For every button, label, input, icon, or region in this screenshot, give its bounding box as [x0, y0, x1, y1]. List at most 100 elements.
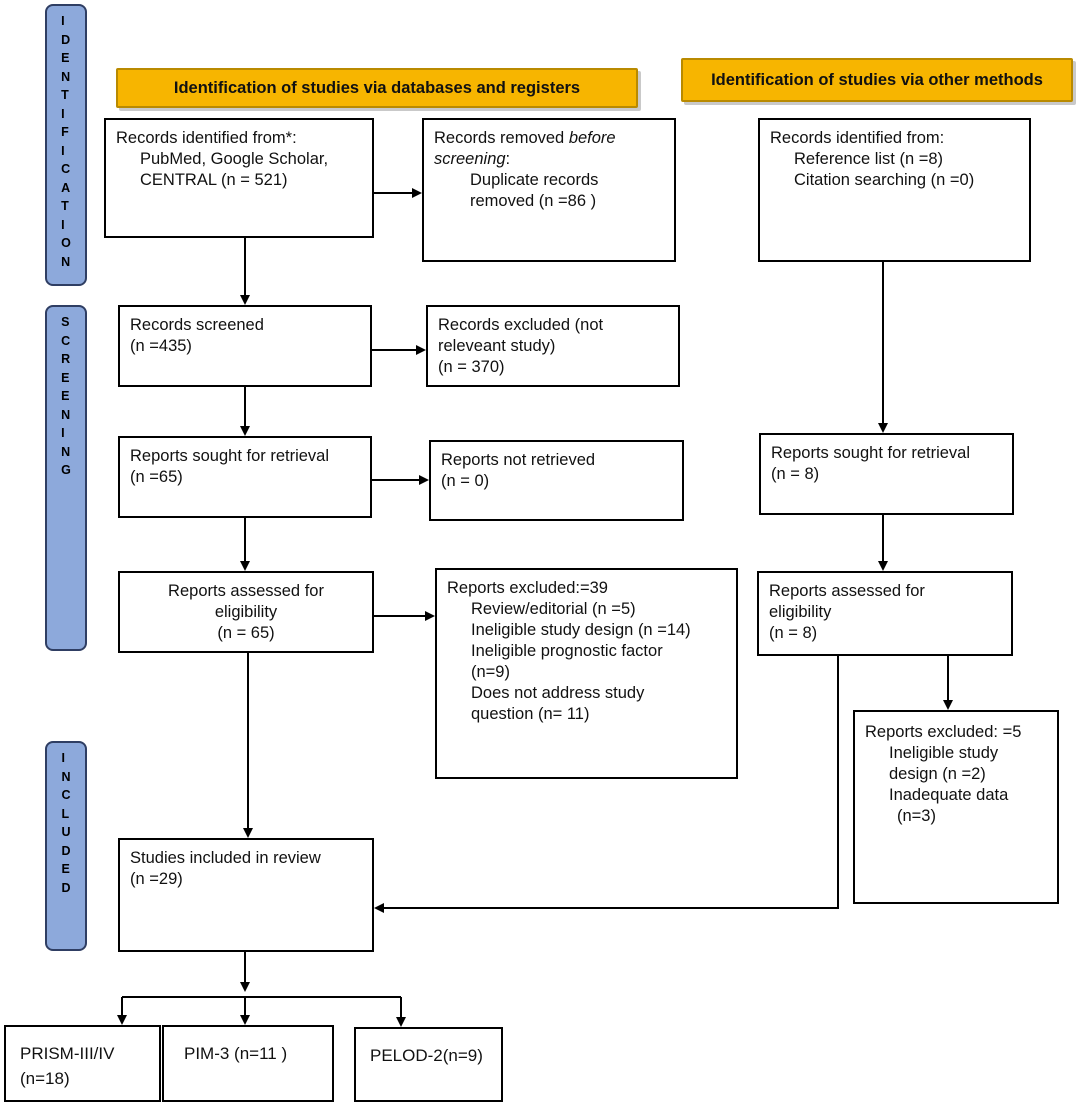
- stage-letter: N: [61, 407, 71, 422]
- stage-letter: D: [61, 32, 71, 47]
- box-line: Inadequate data: [889, 786, 1009, 804]
- box-line: question (n= 11): [471, 705, 590, 723]
- box-title-italic: screening: [434, 150, 506, 168]
- box-title-text: Records removed: [434, 129, 569, 147]
- stage-letter: A: [61, 180, 71, 195]
- box-line: Does not address study: [471, 684, 645, 702]
- stage-letter: N: [61, 254, 71, 269]
- box-line: eligibility: [769, 603, 832, 621]
- arrow-other-assessed-to-included: [374, 656, 839, 913]
- box-line: Ineligible prognostic factor: [471, 642, 663, 660]
- records-removed-box: Records removed before screening: Duplic…: [422, 118, 676, 262]
- reports-assessed-other-box: Reports assessed for eligibility (n = 8): [757, 571, 1013, 656]
- studies-included-box: Studies included in review (n =29): [118, 838, 374, 952]
- reports-sought-db-box: Reports sought for retrieval (n =65): [118, 436, 372, 518]
- prism-box: PRISM-III/IV (n=18): [4, 1025, 161, 1102]
- box-line: (n = 8): [769, 624, 818, 642]
- stage-letter: D: [61, 880, 71, 895]
- stage-letter: C: [61, 333, 71, 348]
- box-title: Reports excluded:=39: [447, 579, 608, 597]
- stage-letter: L: [61, 806, 70, 821]
- records-identified-box: Records identified from*: PubMed, Google…: [104, 118, 374, 238]
- box-title: Reports excluded: =5: [865, 723, 1022, 741]
- box-line: (n = 370): [438, 358, 505, 376]
- stage-letter: N: [61, 444, 71, 459]
- box-line: PRISM-III/IV: [20, 1044, 115, 1063]
- box-line: Ineligible study design (n =14): [471, 621, 691, 639]
- box-line: Reports not retrieved: [441, 451, 596, 469]
- box-title-italic: before: [568, 129, 616, 147]
- stage-letter: I: [61, 426, 65, 440]
- box-title: Records removed before: [434, 128, 664, 149]
- box-line: Ineligible study: [889, 744, 999, 762]
- box-line: (n =435): [130, 337, 192, 355]
- pim-box: PIM-3 (n=11 ): [162, 1025, 334, 1102]
- reports-excluded-db-box: Reports excluded:=39 Review/editorial (n…: [435, 568, 738, 779]
- stage-letter: I: [61, 143, 65, 158]
- stage-letter: E: [61, 862, 70, 876]
- stage-letter: F: [61, 125, 69, 139]
- box-title: Records identified from*:: [116, 129, 297, 147]
- box-line: (n =29): [130, 870, 183, 888]
- box-line: releveant study): [438, 337, 556, 355]
- box-line: Reports sought for retrieval: [130, 447, 330, 465]
- header-other-label: Identification of studies via other meth…: [711, 70, 1043, 89]
- box-line: design (n =2): [889, 765, 986, 783]
- stage-letter: I: [61, 217, 65, 232]
- box-line: (n=3): [897, 807, 936, 825]
- box-line: PubMed, Google Scholar,: [140, 150, 329, 168]
- box-line: Review/editorial (n =5): [471, 600, 636, 618]
- stage-letter: I: [61, 106, 65, 121]
- reports-sought-other-box: Reports sought for retrieval (n = 8): [759, 433, 1014, 515]
- box-line: removed (n =86 ): [470, 192, 597, 210]
- other-records-identified-box: Records identified from: Reference list …: [758, 118, 1031, 262]
- box-line: (n =65): [130, 468, 183, 486]
- pelod-box: PELOD-2(n=9): [354, 1027, 503, 1102]
- box-line: CENTRAL (n = 521): [140, 171, 288, 189]
- box-title-text: :: [505, 150, 511, 168]
- stage-letter: E: [61, 51, 70, 65]
- stage-letter: I: [61, 14, 65, 28]
- box-line: Duplicate records: [470, 171, 599, 189]
- stage-letter: O: [61, 236, 71, 250]
- stage-letter: U: [61, 825, 71, 839]
- stage-letter: C: [61, 162, 71, 176]
- stage-letter: R: [61, 352, 71, 366]
- stage-letter: C: [61, 788, 71, 802]
- reports-not-retrieved-box: Reports not retrieved (n = 0): [429, 440, 684, 521]
- stage-letter: N: [61, 69, 71, 84]
- header-databases-label: Identification of studies via databases …: [173, 78, 581, 97]
- box-line: Studies included in review: [130, 849, 321, 867]
- stage-letter: N: [61, 769, 71, 784]
- box-line: Reference list (n =8): [794, 150, 944, 168]
- stage-letter: E: [61, 370, 70, 385]
- box-title-cont: screening:: [434, 149, 664, 170]
- reports-assessed-db-box: Reports assessed for eligibility (n = 65…: [118, 571, 374, 653]
- box-line: Citation searching (n =0): [794, 171, 975, 189]
- box-line: PIM-3 (n=11 ): [184, 1044, 288, 1063]
- stage-letter: T: [61, 88, 69, 102]
- box-line: Reports assessed for: [769, 582, 925, 600]
- stage-letter: E: [61, 389, 70, 403]
- reports-excluded-other-box: Reports excluded: =5 Ineligible study de…: [853, 710, 1059, 904]
- header-databases: Identification of studies via databases …: [116, 68, 638, 108]
- records-screened-box: Records screened (n =435): [118, 305, 372, 387]
- box-line: Records excluded (not: [438, 316, 604, 334]
- box-title: Records identified from:: [770, 129, 945, 147]
- box-line: Records screened: [130, 316, 264, 334]
- box-line: (n = 65): [217, 624, 275, 642]
- box-line: (n = 8): [771, 465, 820, 483]
- records-excluded-box: Records excluded (not releveant study) (…: [426, 305, 680, 387]
- box-line: PELOD-2(n=9): [370, 1046, 483, 1065]
- stage-letter: S: [61, 315, 70, 329]
- box-line: (n=18): [20, 1069, 70, 1088]
- stage-letter: I: [61, 751, 65, 765]
